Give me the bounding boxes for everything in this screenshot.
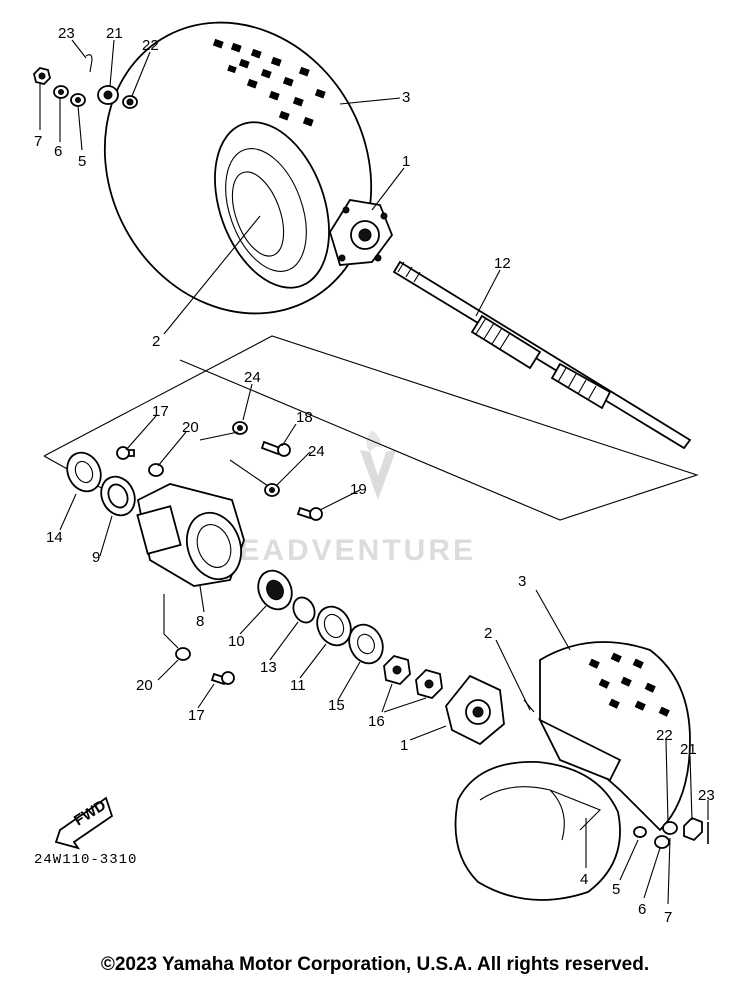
callout-19: 19 (350, 481, 367, 498)
upper-tire (103, 21, 373, 315)
watermark-logo: LEADVENTURE (218, 430, 476, 567)
callout-12: 12 (494, 255, 511, 272)
watermark-text: LEADVENTURE (218, 534, 476, 567)
hub-assembly (66, 421, 505, 746)
callout-16: 16 (368, 713, 385, 730)
callout-23b: 23 (698, 787, 715, 804)
callout-11: 11 (290, 677, 306, 694)
copyright-notice: ©2023 Yamaha Motor Corporation, U.S.A. A… (100, 954, 650, 975)
callout-22: 22 (142, 37, 159, 54)
leader-lines (39, 39, 709, 905)
callout-1: 1 (402, 153, 410, 170)
callout-20b: 20 (136, 677, 153, 694)
callout-13: 13 (260, 659, 277, 676)
callout-3b: 3 (518, 573, 526, 590)
callout-17: 17 (152, 403, 169, 420)
callout-18: 18 (296, 409, 313, 426)
rear-axle (392, 260, 692, 450)
upper-hub (329, 199, 394, 266)
lower-wheel (454, 641, 709, 901)
callout-3: 3 (402, 89, 410, 106)
callout-5: 5 (78, 153, 86, 170)
fwd-arrow: FWD (54, 796, 114, 850)
callout-24b: 24 (308, 443, 325, 460)
callout-21: 21 (106, 25, 123, 42)
callout-7: 7 (34, 133, 42, 150)
callout-24: 24 (244, 369, 261, 386)
callout-4: 4 (580, 871, 588, 888)
callout-22b: 22 (656, 727, 673, 744)
upper-hardware (33, 54, 138, 109)
callout-23: 23 (58, 25, 75, 42)
callout-14: 14 (46, 529, 63, 546)
callout-8: 8 (196, 613, 204, 630)
callout-6: 6 (54, 143, 62, 160)
callout-7b: 7 (664, 909, 672, 926)
callout-15: 15 (328, 697, 345, 714)
callout-labels: 23 21 22 7 6 5 3 1 2 12 24 17 20 18 24 1… (34, 25, 715, 926)
callout-2b: 2 (484, 625, 492, 642)
callout-20: 20 (182, 419, 199, 436)
assembly-frame (43, 335, 699, 521)
callout-1b: 1 (400, 737, 408, 754)
callout-10: 10 (228, 633, 245, 650)
callout-5b: 5 (612, 881, 620, 898)
callout-6b: 6 (638, 901, 646, 918)
callout-21b: 21 (680, 741, 697, 758)
callout-9: 9 (92, 549, 100, 566)
callout-2: 2 (152, 333, 160, 350)
callout-17b: 17 (188, 707, 205, 724)
diagram-code: 24W110-3310 (34, 852, 138, 868)
